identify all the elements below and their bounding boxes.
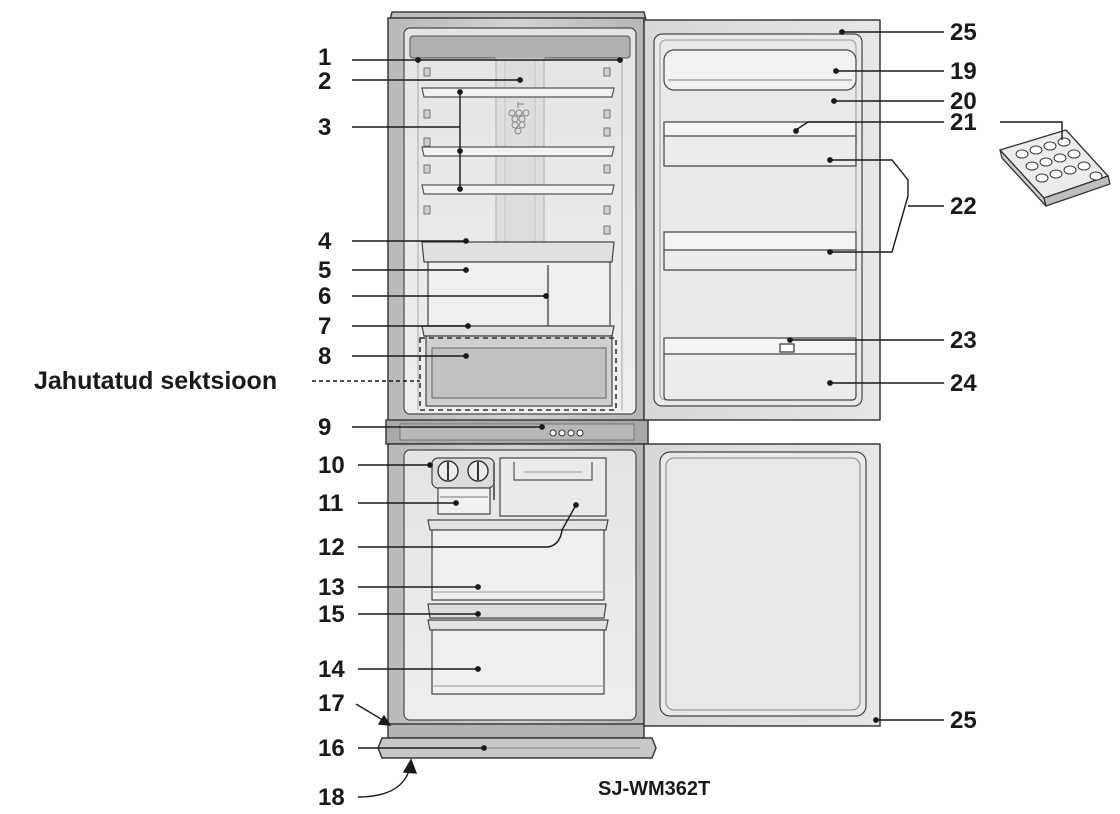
ice-tray-icon xyxy=(998,129,1111,207)
callout-7: 7 xyxy=(318,313,332,340)
ice-tray-holder xyxy=(499,457,607,517)
callout-10: 10 xyxy=(318,452,345,479)
callout-11: 11 xyxy=(318,490,344,517)
chilled-drawer xyxy=(419,335,617,411)
callout-17: 17 xyxy=(318,690,345,717)
chilled-section-label: Jahutatud sektsioon xyxy=(34,367,278,395)
callout-22: 22 xyxy=(950,193,977,220)
grape-icon xyxy=(508,102,530,135)
callout-2: 2 xyxy=(318,68,332,95)
freezer-cabinet xyxy=(387,443,645,727)
freezer-door xyxy=(643,443,881,727)
callout-14: 14 xyxy=(318,656,345,683)
callout-24: 24 xyxy=(950,370,977,397)
cabinet-base xyxy=(377,723,657,759)
leader-lines xyxy=(312,29,1063,798)
callout-23: 23 xyxy=(950,327,977,354)
door-bins xyxy=(663,121,857,401)
callout-13: 13 xyxy=(318,574,345,601)
callout-1: 1 xyxy=(318,44,332,71)
callout-8: 8 xyxy=(318,343,332,370)
callout-3: 3 xyxy=(318,114,332,141)
upper-door xyxy=(643,19,881,421)
bottle-stopper xyxy=(779,343,795,353)
chilled-section-outline xyxy=(419,337,617,411)
freezer-shelf xyxy=(427,603,607,619)
callout-21: 21 xyxy=(950,109,977,136)
door-top-box xyxy=(663,49,857,91)
callout-19: 19 xyxy=(950,58,977,85)
callout-25-bottom: 25 xyxy=(950,707,977,734)
callout-4: 4 xyxy=(318,228,332,255)
ice-storage-box xyxy=(437,487,491,515)
top-light-panel xyxy=(409,35,631,59)
control-panel-band xyxy=(385,419,649,445)
callout-25-top: 25 xyxy=(950,19,977,46)
callout-6: 6 xyxy=(318,283,332,310)
callout-16: 16 xyxy=(318,735,345,762)
callout-12: 12 xyxy=(318,534,345,561)
callout-20: 20 xyxy=(950,88,977,115)
vegetable-compartment xyxy=(421,241,615,337)
callout-18: 18 xyxy=(318,784,345,811)
ice-maker-dials xyxy=(431,457,495,500)
fridge-cabinet xyxy=(387,11,647,423)
callout-9: 9 xyxy=(318,414,332,441)
model-number: SJ-WM362T xyxy=(598,778,711,800)
callout-5: 5 xyxy=(318,257,332,284)
callout-15: 15 xyxy=(318,601,345,628)
freezer-drawer-upper xyxy=(427,519,609,601)
glass-shelves xyxy=(421,87,615,195)
freezer-drawer-lower xyxy=(427,619,609,695)
